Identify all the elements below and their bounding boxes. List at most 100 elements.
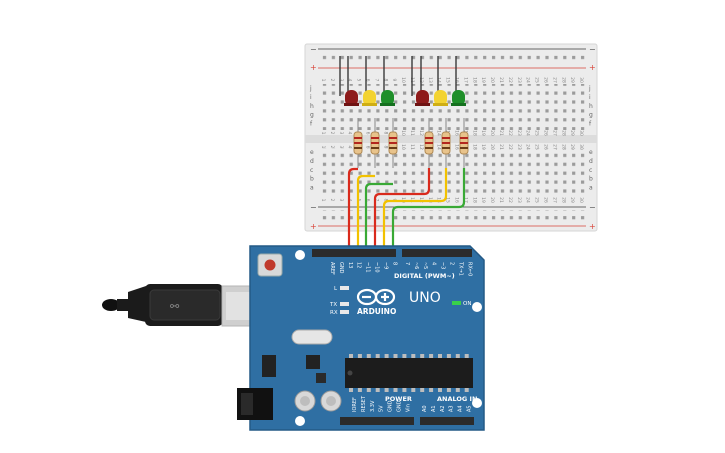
- resistor-1[interactable]: [353, 118, 363, 168]
- column-number: 3: [338, 132, 344, 135]
- analog-label: ANALOG IN: [437, 395, 477, 403]
- analog-pin-label: A5: [467, 405, 473, 412]
- led-l-label: L: [334, 286, 338, 292]
- column-number: 30: [578, 144, 584, 150]
- column-number: 20: [489, 77, 495, 83]
- terminal-strip-top[interactable]: [318, 84, 586, 130]
- column-number: 23: [516, 144, 522, 150]
- usb-cable[interactable]: ⚯: [102, 284, 263, 327]
- column-number: 4: [347, 146, 353, 149]
- model-label: UNO: [409, 290, 441, 306]
- led-yellow-1[interactable]: [362, 90, 377, 106]
- column-number: 20: [489, 130, 495, 136]
- column-number: 24: [525, 144, 531, 150]
- wire-green-1[interactable]: [364, 182, 393, 256]
- digital-pin-label: GND: [338, 262, 344, 274]
- power-pin-label: 5V: [379, 405, 385, 412]
- chip-pin: [455, 388, 460, 392]
- wire-red-1[interactable]: [347, 167, 358, 256]
- column-number: 18: [471, 197, 477, 203]
- column-number: 8: [382, 132, 388, 135]
- column-number: 27: [551, 130, 557, 136]
- column-number: 28: [560, 144, 566, 150]
- wire-yellow-1[interactable]: [356, 174, 375, 256]
- column-number: 19: [480, 144, 486, 150]
- power-led-label: ON: [463, 301, 471, 307]
- column-number: 11: [409, 130, 415, 136]
- wire-red-2[interactable]: [373, 168, 431, 256]
- column-number: 3: [338, 199, 344, 202]
- resistor-6[interactable]: [459, 118, 469, 168]
- column-number: 1: [320, 79, 326, 82]
- column-number: 2: [329, 199, 335, 202]
- row-letter: b: [589, 176, 593, 183]
- column-number: 6: [365, 132, 371, 135]
- column-number: 12: [418, 130, 424, 136]
- digital-pin-label: 7: [404, 262, 410, 265]
- resistor-2[interactable]: [370, 118, 380, 168]
- analog-pin-label: A4: [458, 405, 464, 412]
- chip-pin: [357, 388, 362, 392]
- rail-minus-label-right: −: [589, 45, 596, 54]
- column-number: 29: [569, 130, 575, 136]
- row-letter: g: [310, 112, 314, 119]
- power-pin-label: IOREF: [352, 397, 358, 412]
- column-number: 1: [320, 146, 326, 149]
- row-letter: i: [310, 94, 312, 101]
- chip-pin: [393, 354, 398, 358]
- resistor-4[interactable]: [424, 118, 434, 168]
- brand-label: ARDUINO: [357, 307, 396, 316]
- chip-pin: [429, 354, 434, 358]
- led-red-2[interactable]: [415, 90, 430, 106]
- led-tx-label: TX: [329, 302, 337, 308]
- column-number: 24: [525, 197, 531, 203]
- digital-header-left[interactable]: [312, 249, 396, 257]
- mount-hole: [472, 302, 482, 312]
- column-number: 6: [365, 146, 371, 149]
- resistor-3[interactable]: [388, 118, 398, 168]
- center-channel: [305, 135, 597, 143]
- row-letter: a: [589, 185, 593, 192]
- column-number: 4: [347, 79, 353, 82]
- power-pin-label: Vin: [405, 404, 411, 412]
- column-number: 28: [560, 197, 566, 203]
- power-header[interactable]: [340, 417, 414, 425]
- column-number: 30: [578, 130, 584, 136]
- power-rail-top[interactable]: [318, 52, 586, 64]
- digital-header-right[interactable]: [402, 249, 472, 257]
- column-number: 17: [462, 197, 468, 203]
- column-number: 24: [525, 77, 531, 83]
- analog-header[interactable]: [420, 417, 474, 425]
- chip-pin: [357, 354, 362, 358]
- wire-yellow-2[interactable]: [382, 168, 448, 256]
- column-number: 20: [489, 197, 495, 203]
- column-number: 17: [462, 77, 468, 83]
- column-number: 25: [534, 130, 540, 136]
- rail-minus-label: −: [310, 45, 317, 54]
- reset-button-cap: [264, 259, 276, 271]
- small-ic: [316, 373, 326, 383]
- row-letter: c: [589, 167, 592, 174]
- terminal-strip-bottom[interactable]: [318, 148, 586, 194]
- chip-pin: [438, 388, 442, 392]
- chip-pin: [455, 354, 460, 358]
- power-label: POWER: [385, 395, 412, 403]
- rail-plus-label-bottom: +: [310, 222, 317, 231]
- led-yellow-2[interactable]: [433, 90, 448, 106]
- resistor-5[interactable]: [441, 118, 451, 168]
- column-number: 26: [543, 130, 549, 136]
- column-number: 7: [373, 79, 379, 82]
- led-green-1[interactable]: [380, 90, 395, 106]
- column-number: 21: [498, 197, 504, 203]
- atmega-chip[interactable]: [345, 358, 473, 388]
- wire-green-2[interactable]: [391, 168, 466, 256]
- led-green-2[interactable]: [451, 90, 466, 106]
- digital-pin-label: 12: [356, 262, 362, 268]
- led-red-1[interactable]: [344, 90, 359, 106]
- column-number: 27: [551, 144, 557, 150]
